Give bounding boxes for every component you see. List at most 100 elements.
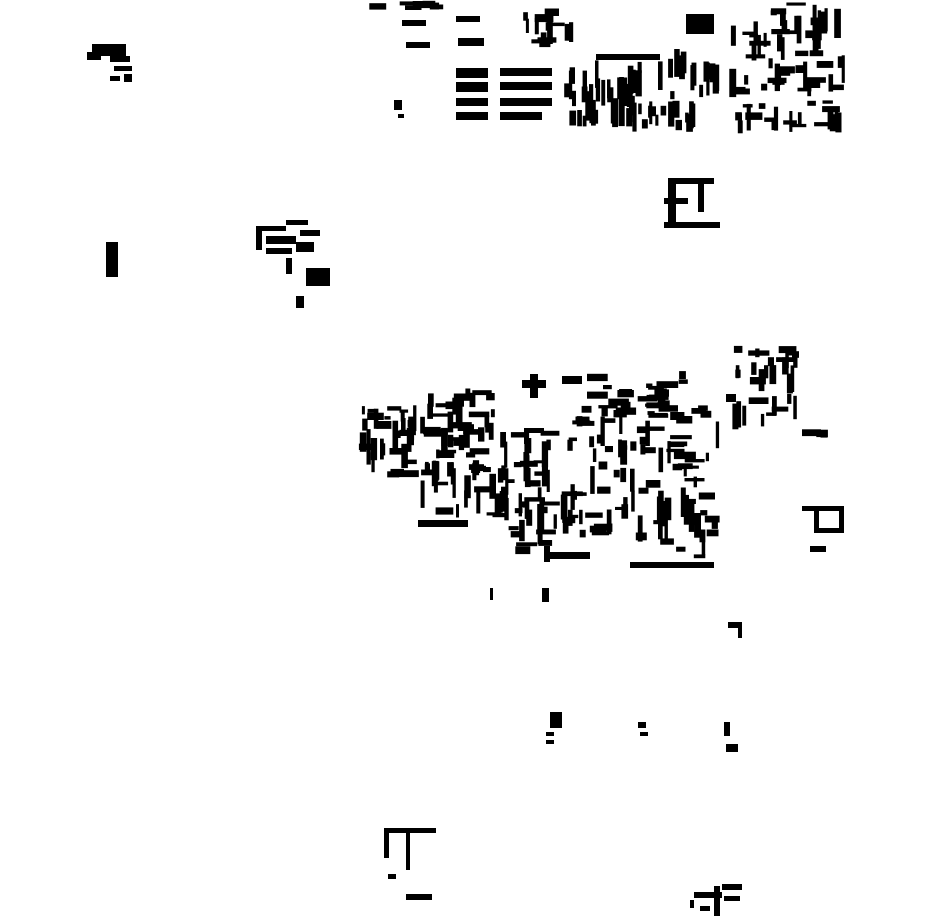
building [406, 894, 432, 900]
building [834, 106, 839, 129]
building [456, 82, 488, 92]
building [460, 396, 464, 407]
building [751, 44, 757, 61]
building [713, 64, 720, 91]
building [653, 520, 663, 525]
building [841, 55, 845, 83]
building [561, 491, 583, 497]
building [654, 389, 669, 397]
building [564, 83, 571, 98]
building [474, 486, 493, 493]
building [399, 409, 409, 413]
building [771, 406, 789, 412]
building [755, 348, 760, 358]
building [456, 504, 459, 518]
building [619, 416, 623, 434]
building [546, 732, 554, 736]
building [814, 122, 835, 127]
building [418, 520, 468, 527]
building [562, 376, 582, 384]
building [436, 481, 449, 486]
building [489, 473, 496, 499]
building [709, 63, 716, 83]
building [484, 415, 490, 428]
building [380, 443, 386, 456]
building [639, 436, 648, 445]
building [658, 405, 678, 412]
building [774, 63, 780, 92]
building [619, 445, 628, 450]
building [620, 89, 625, 115]
building [384, 416, 391, 420]
building [495, 507, 505, 512]
building [549, 22, 565, 27]
building [648, 105, 652, 118]
building [672, 463, 683, 471]
building [666, 448, 685, 453]
building [816, 429, 828, 438]
building [582, 70, 587, 101]
building [504, 441, 508, 468]
building [448, 434, 454, 448]
building [537, 504, 545, 530]
building [300, 230, 320, 236]
building [362, 418, 368, 431]
building [585, 512, 603, 518]
building [804, 77, 826, 83]
building [637, 396, 657, 402]
building [114, 66, 132, 71]
building [664, 497, 672, 521]
building [452, 397, 459, 415]
building [786, 2, 806, 6]
building [601, 79, 606, 106]
building [422, 0, 436, 6]
building [400, 412, 405, 422]
building [579, 509, 583, 525]
building [675, 119, 682, 131]
building [541, 461, 548, 487]
building [590, 466, 595, 494]
building [684, 459, 705, 463]
building [647, 411, 655, 415]
building [606, 523, 613, 532]
building [427, 403, 433, 419]
building [564, 23, 571, 41]
building [389, 448, 405, 455]
building [562, 517, 569, 534]
building [456, 112, 488, 120]
building [366, 452, 371, 465]
building-blocks-central [358, 345, 828, 559]
building [778, 66, 795, 74]
building [401, 418, 406, 434]
building [786, 373, 793, 394]
building [679, 371, 686, 379]
building [519, 460, 538, 467]
building [539, 501, 560, 506]
building [668, 178, 714, 184]
building [538, 540, 553, 546]
building [638, 487, 649, 494]
building [805, 30, 816, 39]
building [615, 506, 627, 510]
building [797, 87, 812, 92]
building [649, 426, 665, 431]
building [589, 84, 594, 111]
building [726, 744, 738, 752]
building [621, 504, 629, 519]
building [367, 412, 384, 420]
building [544, 552, 590, 559]
building [286, 220, 308, 225]
building [777, 34, 783, 52]
building [524, 498, 530, 519]
building [626, 108, 633, 127]
building [400, 472, 419, 477]
building [376, 421, 392, 429]
building [546, 439, 551, 451]
building [490, 409, 495, 418]
building [766, 412, 776, 416]
building [787, 351, 799, 356]
building [524, 428, 544, 433]
building [646, 383, 653, 388]
building [684, 478, 705, 482]
building [476, 489, 481, 514]
